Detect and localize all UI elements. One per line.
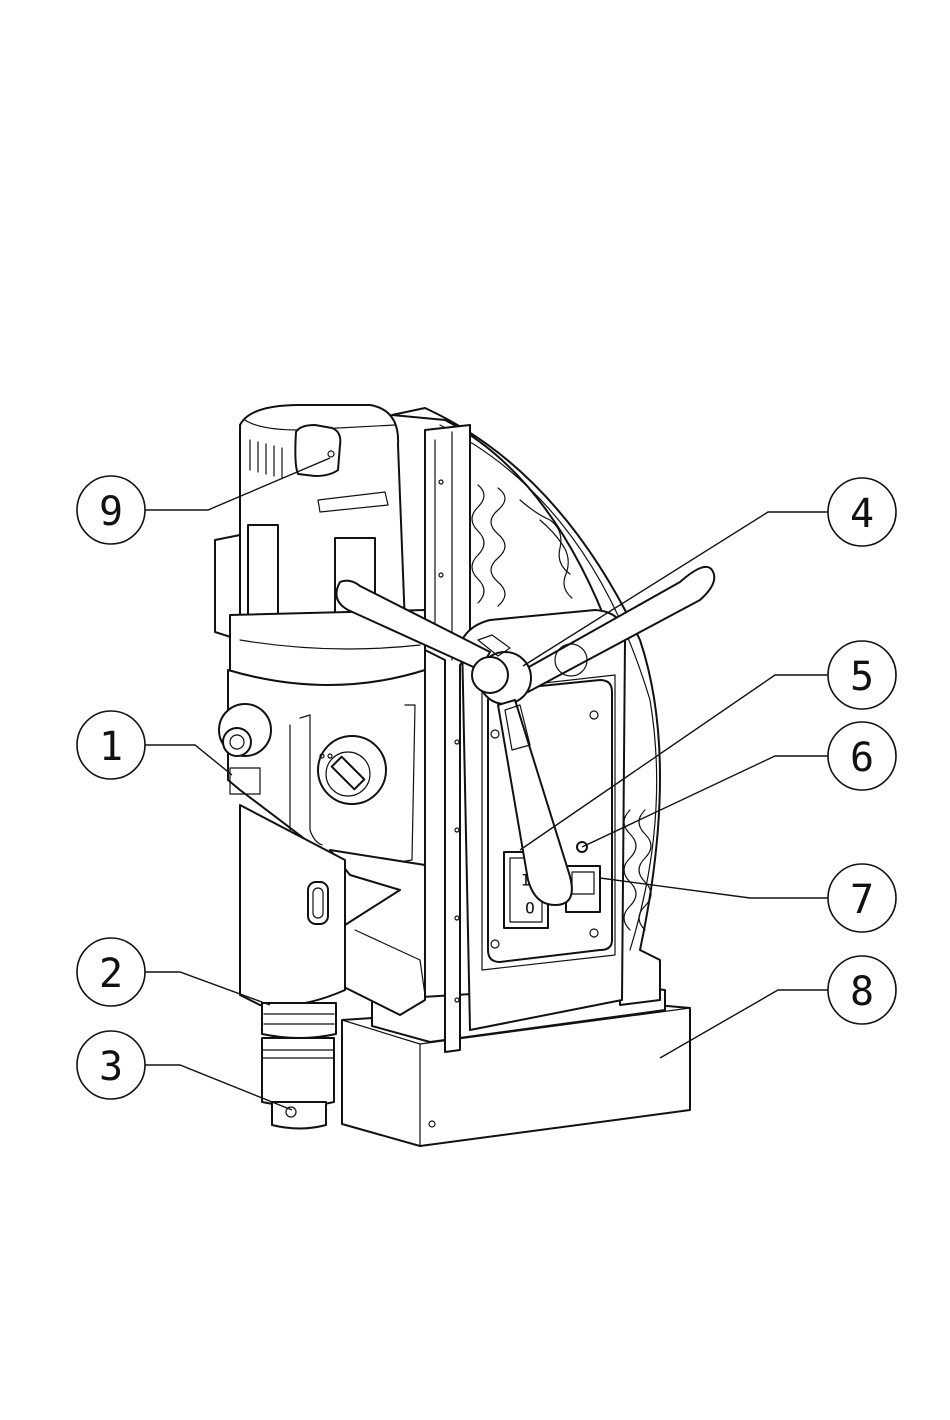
callout-5: 5 bbox=[828, 641, 896, 709]
callout-7-label: 7 bbox=[850, 877, 874, 923]
callout-1: 1 bbox=[77, 711, 145, 779]
callout-6-label: 6 bbox=[850, 735, 874, 781]
callout-8: 8 bbox=[828, 956, 896, 1024]
gear-shift-knob[interactable] bbox=[219, 704, 271, 756]
callout-3: 3 bbox=[77, 1031, 145, 1099]
callout-3-label: 3 bbox=[99, 1044, 123, 1090]
callout-2-label: 2 bbox=[99, 951, 123, 997]
callout-4-label: 4 bbox=[850, 491, 874, 537]
callout-2: 2 bbox=[77, 938, 145, 1006]
speed-selector-dial[interactable] bbox=[318, 736, 386, 804]
callout-7: 7 bbox=[828, 864, 896, 932]
callout-9-label: 9 bbox=[99, 489, 123, 535]
callout-6: 6 bbox=[828, 722, 896, 790]
callout-5-label: 5 bbox=[850, 654, 874, 700]
callout-8-label: 8 bbox=[850, 969, 874, 1015]
callout-9: 9 bbox=[77, 476, 145, 544]
switch-off-symbol: O bbox=[525, 899, 535, 918]
callout-4: 4 bbox=[828, 478, 896, 546]
callout-1-label: 1 bbox=[99, 724, 123, 770]
quick-change-chuck bbox=[262, 1038, 334, 1129]
